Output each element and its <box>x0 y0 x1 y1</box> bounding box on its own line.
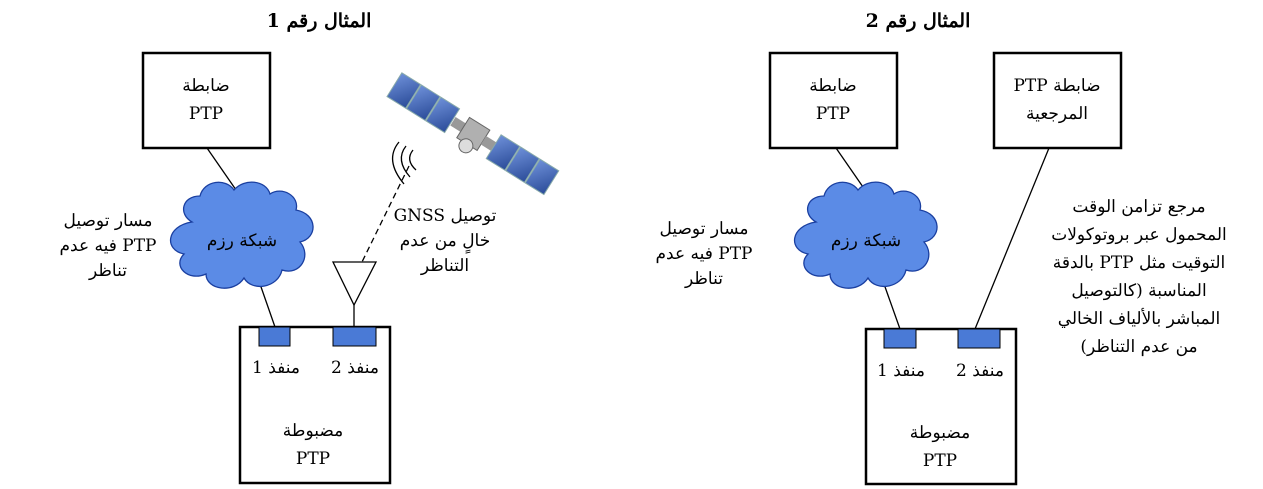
path2-note-line-2: PTP فيه عدم <box>656 244 753 264</box>
ref-note-line-4: المناسبة (كالتوصيل <box>1071 281 1206 301</box>
asymmetric-path-note: مسار توصيل PTP فيه عدم تناظر <box>60 211 157 281</box>
cloud-port1-link <box>259 283 276 328</box>
cloud-port1-link-2 <box>883 283 901 330</box>
ref-controller-label-1: ضابطة PTP <box>1013 76 1100 96</box>
ref-note-line-3: التوقيت مثل PTP بالدقة <box>1053 253 1226 273</box>
asymmetric-path-note-2: مسار توصيل PTP فيه عدم تناظر <box>656 219 753 289</box>
example-2: المثال رقم 2 ضابطة PTP ضابطة PTP المرجعي… <box>656 10 1227 486</box>
slave-label-2: PTP <box>296 449 330 469</box>
path-note-line-3: تناظر <box>88 261 127 281</box>
controller-label-1: ضابطة <box>182 76 229 96</box>
port-1-block <box>258 326 291 347</box>
ptp-slave-box: منفذ 1 منفذ 2 مضبوطة PTP <box>238 325 392 485</box>
port-2-block-2 <box>957 328 1001 349</box>
ref-note-line-6: من عدم التناظر) <box>1080 337 1197 357</box>
example-2-title: المثال رقم 2 <box>866 10 971 32</box>
path-note-line-1: مسار توصيل <box>63 211 152 231</box>
antenna-icon <box>331 261 378 307</box>
ref-note-line-2: المحمول عبر بروتوكولات <box>1051 225 1227 245</box>
port-1-label: منفذ 1 <box>252 358 300 378</box>
ptp-controller-box: ضابطة PTP <box>141 51 272 150</box>
slave-label-1: مضبوطة <box>283 421 343 441</box>
ptp-controller-box-2: ضابطة PTP <box>768 51 899 150</box>
reference-note: مرجع تزامن الوقت المحمول عبر بروتوكولات … <box>1051 197 1227 357</box>
signal-waves-icon <box>392 141 417 185</box>
port-2-block <box>332 326 377 347</box>
reference-ptp-controller-box: ضابطة PTP المرجعية <box>992 51 1123 150</box>
reference-port2-link <box>974 147 1050 330</box>
gnss-note-line-1: توصيل GNSS <box>394 206 497 226</box>
ref-note-line-1: مرجع تزامن الوقت <box>1072 197 1205 217</box>
path2-note-line-3: تناظر <box>684 269 723 289</box>
ref-controller-label-2: المرجعية <box>1026 104 1088 124</box>
example-1-title: المثال رقم 1 <box>267 10 372 32</box>
port-1-block-2 <box>883 328 917 349</box>
slave2-label-1: مضبوطة <box>910 423 970 443</box>
gnss-note-line-2: خالٍ من عدم <box>400 231 491 255</box>
gnss-note: توصيل GNSS خالٍ من عدم التناظر <box>394 206 497 276</box>
gnss-dashed-link <box>361 165 410 263</box>
controller-label-2: PTP <box>189 104 223 124</box>
packet-network-cloud-2: شبكة رزم <box>793 181 938 289</box>
ref-note-line-5: المباشر بالألياف الخالي <box>1058 308 1221 329</box>
packet-network-cloud: شبكة رزم <box>169 181 314 289</box>
port-2-label: منفذ 2 <box>331 358 379 378</box>
port-2-label-2: منفذ 2 <box>956 361 1004 381</box>
ptp-slave-box-2: منفذ 1 منفذ 2 مضبوطة PTP <box>864 327 1018 486</box>
cloud-label: شبكة رزم <box>207 231 277 251</box>
satellite-icon <box>386 72 560 196</box>
path-note-line-2: PTP فيه عدم <box>60 236 157 256</box>
cloud-label-2: شبكة رزم <box>831 231 901 251</box>
slave2-label-2: PTP <box>923 451 957 471</box>
port-1-label-2: منفذ 1 <box>877 361 925 381</box>
controller2-label-1: ضابطة <box>809 76 856 96</box>
controller2-label-2: PTP <box>816 104 850 124</box>
gnss-note-line-3: التناظر <box>420 256 469 276</box>
path2-note-line-1: مسار توصيل <box>659 219 748 239</box>
example-1: المثال رقم 1 ضابطة PTP شبكة رزم مسار توص… <box>60 10 560 485</box>
